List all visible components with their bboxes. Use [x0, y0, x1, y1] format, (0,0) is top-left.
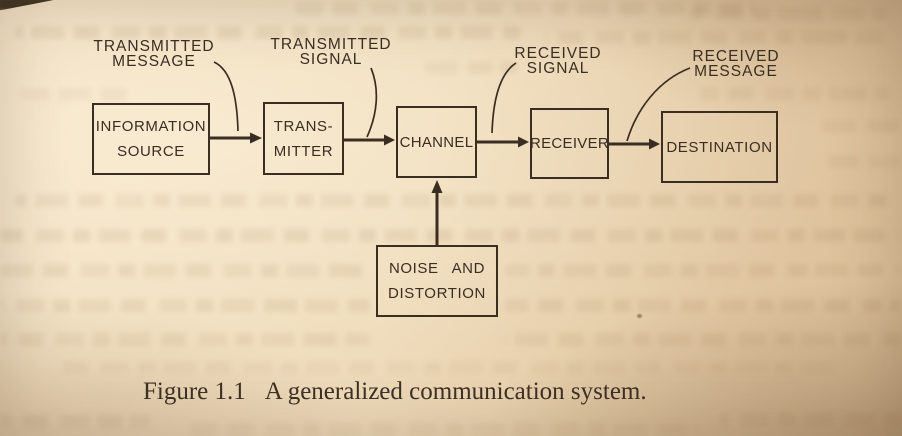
- box-noise-and-distortion: NOISE AND DISTORTION: [376, 245, 498, 317]
- ghost-text-line: [420, 61, 520, 74]
- figure-caption: Figure 1.1 A generalized communication sy…: [143, 378, 647, 406]
- ghost-text-line: [818, 120, 902, 133]
- flow-label-line: TRANSMITTED: [93, 38, 215, 55]
- leader-transmitted-signal: [366, 67, 378, 138]
- ghost-text-line: [8, 88, 128, 101]
- ghost-text-line: [505, 264, 900, 277]
- flow-label-line: MESSAGE: [112, 53, 196, 70]
- flow-label-line: MESSAGE: [694, 63, 778, 80]
- box-label-line: DISTORTION: [388, 285, 486, 302]
- box-transmitter: TRANS- MITTER: [263, 102, 344, 175]
- flow-label-received-message: RECEIVED MESSAGE: [666, 48, 806, 80]
- ghost-text-line: [690, 7, 886, 20]
- leader-transmitted-message: [213, 61, 239, 132]
- box-label-line: DESTINATION: [666, 138, 773, 156]
- ghost-text-line: [0, 229, 898, 242]
- arrowhead-noise-to-channel: [431, 180, 443, 193]
- flow-label-line: SIGNAL: [526, 60, 590, 77]
- flow-label-received-signal: RECEIVED SIGNAL: [488, 45, 628, 77]
- ghost-text-line: [15, 194, 887, 207]
- ghost-text-line: [720, 413, 902, 426]
- arrowhead-source-to-transmitter: [250, 132, 262, 144]
- flow-label-line: TRANSMITTED: [270, 36, 392, 53]
- arrowhead-channel-to-receiver: [518, 136, 529, 148]
- flow-label-line: RECEIVED: [514, 45, 602, 62]
- paper-speck: [637, 314, 642, 318]
- flow-label-line: SIGNAL: [299, 51, 363, 68]
- ghost-text-line: [190, 423, 700, 436]
- box-label-line: RECEIVER: [529, 135, 610, 152]
- ghost-text-line: [820, 155, 902, 168]
- box-information-source: INFORMATION SOURCE: [92, 103, 210, 175]
- box-receiver: RECEIVER: [530, 108, 609, 179]
- box-label-line: SOURCE: [117, 143, 185, 160]
- ghost-text-line: [0, 333, 370, 346]
- box-label-line: INFORMATION: [95, 118, 207, 135]
- box-label-line: TRANS-: [273, 117, 334, 135]
- ghost-text-line: [0, 264, 370, 277]
- leader-received-message: [626, 67, 691, 142]
- ghost-text-line: [700, 87, 890, 100]
- ghost-text-line: [16, 26, 521, 39]
- box-label-line: MITTER: [273, 142, 334, 160]
- box-destination: DESTINATION: [661, 111, 778, 183]
- ghost-text-line: [505, 333, 900, 346]
- ghost-text-line: [0, 299, 370, 312]
- flow-label-transmitted-message: TRANSMITTED MESSAGE: [84, 38, 224, 70]
- ghost-text-line: [545, 31, 885, 44]
- arrowhead-transmitter-to-channel: [384, 134, 395, 146]
- ghost-text-line: [60, 361, 840, 374]
- leader-received-signal: [491, 62, 517, 134]
- arrowhead-receiver-to-destination: [649, 138, 660, 150]
- figure-caption-text: A generalized communication system.: [264, 378, 647, 405]
- ghost-text-line: [505, 299, 900, 312]
- box-label-line: CHANNEL: [399, 133, 474, 151]
- figure-caption-number: Figure 1.1: [143, 378, 246, 405]
- box-label-line: NOISE AND: [388, 260, 486, 277]
- box-channel: CHANNEL: [396, 106, 477, 178]
- flow-label-transmitted-signal: TRANSMITTED SIGNAL: [261, 36, 401, 68]
- ghost-text-line: [0, 415, 150, 428]
- ghost-text-line: [295, 2, 755, 15]
- flow-label-line: RECEIVED: [692, 48, 780, 65]
